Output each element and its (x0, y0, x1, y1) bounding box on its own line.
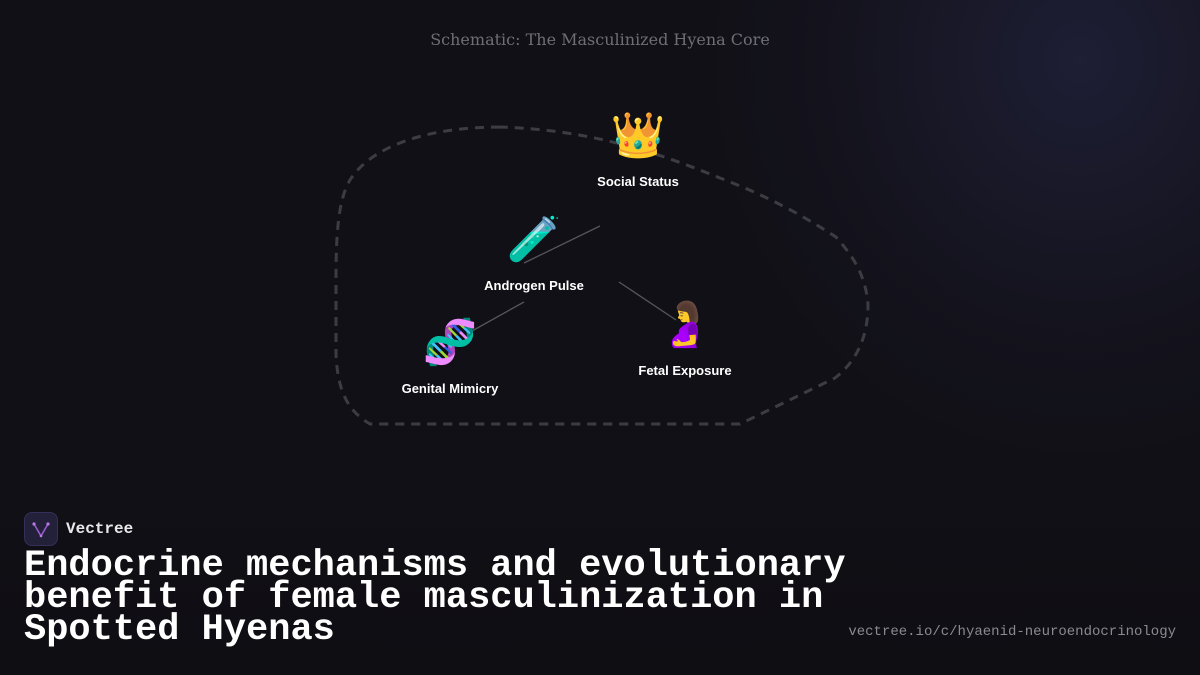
test-tube-icon: 🧪 (506, 214, 562, 265)
headline: Endocrine mechanisms and evolutionary be… (24, 545, 846, 651)
edge-androgen-pulse-fetal-exposure (618, 281, 677, 321)
crown-icon: 👑 (610, 110, 666, 161)
edge-androgen-pulse-genital-mimicry (471, 301, 525, 332)
brand-name: Vectree (66, 520, 134, 538)
node-label: Social Status (597, 174, 679, 189)
edge-social-status-androgen-pulse (523, 225, 601, 264)
brand[interactable]: Vectree (24, 512, 133, 546)
pregnant-woman-icon: 🤰 (657, 299, 713, 350)
node-genital-mimicry[interactable]: 🧬 Genital Mimicry (370, 317, 530, 396)
vectree-logo-icon (24, 512, 58, 546)
diagram-title: Schematic: The Masculinized Hyena Core (430, 30, 770, 49)
dna-icon: 🧬 (422, 317, 478, 368)
node-label: Androgen Pulse (484, 278, 584, 293)
node-social-status[interactable]: 👑 Social Status (558, 110, 718, 189)
node-androgen-pulse[interactable]: 🧪 Androgen Pulse (454, 214, 614, 293)
node-label: Fetal Exposure (638, 363, 732, 378)
node-label: Genital Mimicry (401, 381, 499, 396)
dashed-boundary (334, 125, 870, 426)
source-url[interactable]: vectree.io/c/hyaenid-neuroendocrinology (848, 624, 1176, 640)
node-fetal-exposure[interactable]: 🤰 Fetal Exposure (605, 299, 765, 378)
